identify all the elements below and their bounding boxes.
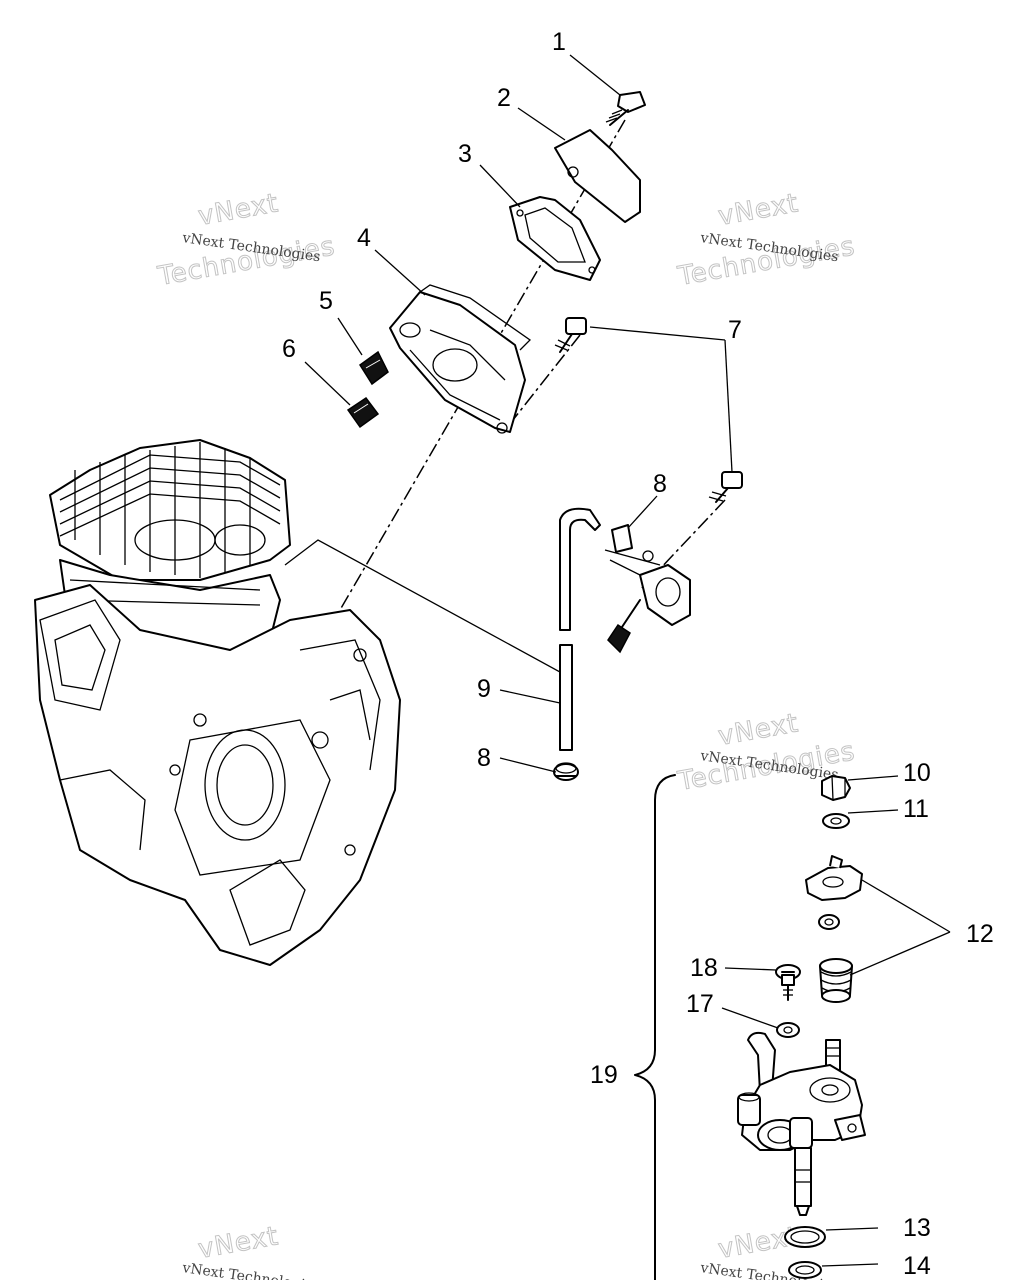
callout-4: 4 xyxy=(357,224,371,252)
callout-11: 11 xyxy=(903,795,929,823)
watermark-top-left: vNext Technologies vNext Technologies xyxy=(155,188,339,293)
callout-1: 1 xyxy=(552,28,566,56)
watermark-bottom-left: vNext vNext Technologies xyxy=(180,1221,321,1280)
callout-19: 19 xyxy=(590,1061,618,1089)
svg-text:vNext: vNext xyxy=(716,708,801,752)
part-o-ring-14 xyxy=(788,1261,822,1279)
part-hose-clamp-lower xyxy=(553,762,579,781)
part-o-ring-13 xyxy=(784,1226,826,1248)
part-housing xyxy=(389,284,532,434)
part-control-lever xyxy=(805,855,863,901)
part-gasket xyxy=(509,196,601,281)
engine-block xyxy=(34,439,401,966)
callout-labels: 1 2 3 4 5 6 7 8 8 9 10 11 12 13 14 17 18… xyxy=(282,28,994,1280)
callout-8-upper: 8 xyxy=(653,470,667,498)
callout-5: 5 xyxy=(319,287,333,315)
part-oil-pump-assembly xyxy=(737,1031,866,1216)
watermark-top-right: vNext Technologies vNext Technologies xyxy=(675,188,859,293)
callout-12: 12 xyxy=(966,920,994,948)
callout-18: 18 xyxy=(690,954,718,982)
part-hose-clamp-upper xyxy=(604,524,661,566)
part-oil-hose xyxy=(559,507,601,751)
part-washer-12 xyxy=(818,914,840,930)
callout-10: 10 xyxy=(903,759,931,787)
part-plug-6 xyxy=(346,396,380,429)
part-washer-11 xyxy=(822,813,850,829)
part-banjo-bolt-lower xyxy=(708,471,743,503)
part-bolt xyxy=(605,91,646,126)
group-brace xyxy=(634,774,676,1280)
callout-3: 3 xyxy=(458,140,472,168)
callout-9: 9 xyxy=(477,675,491,703)
part-cover-plate xyxy=(554,129,641,223)
svg-text:vNext: vNext xyxy=(196,1221,281,1265)
leader-lines xyxy=(304,54,951,1267)
part-plug-5 xyxy=(358,350,389,386)
callout-8-lower: 8 xyxy=(477,744,491,772)
part-spring xyxy=(819,958,853,1003)
callout-14: 14 xyxy=(903,1252,931,1280)
part-nut xyxy=(821,775,851,801)
callout-13: 13 xyxy=(903,1214,931,1242)
svg-text:vNext: vNext xyxy=(196,188,281,232)
part-banjo-bolt-upper xyxy=(554,317,587,353)
callout-6: 6 xyxy=(282,335,296,363)
callout-2: 2 xyxy=(497,84,511,112)
part-screw xyxy=(775,964,801,1001)
callout-7: 7 xyxy=(728,316,742,344)
callout-17: 17 xyxy=(686,990,714,1018)
svg-text:vNext Technologies: vNext Technologies xyxy=(180,1260,321,1280)
svg-text:vNext: vNext xyxy=(716,188,801,232)
part-oil-pump-small xyxy=(607,559,691,654)
part-washer-17 xyxy=(776,1022,800,1038)
